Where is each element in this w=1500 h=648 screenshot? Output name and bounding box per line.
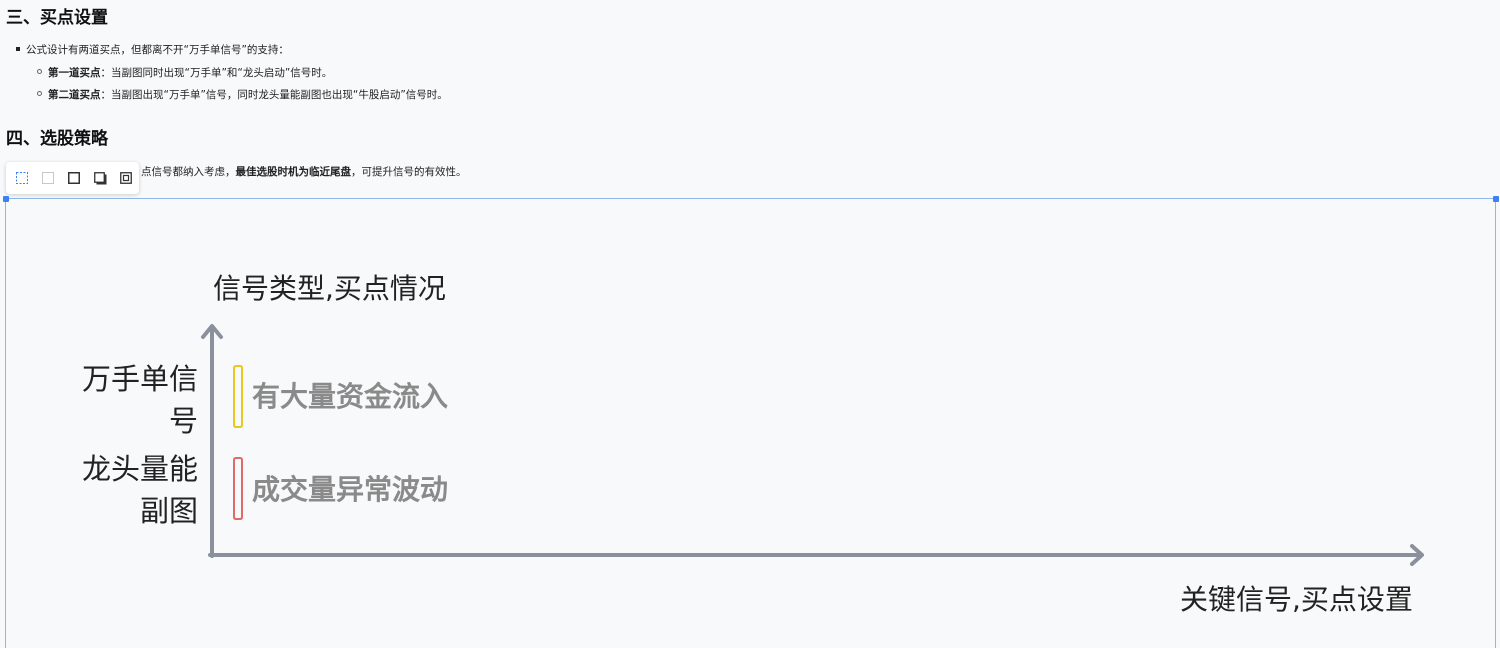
strategy-text: 点信号都纳入考虑，最佳选股时机为临近尾盘，可提升信号的有效性。 — [141, 166, 467, 178]
box-inset-icon[interactable] — [119, 171, 133, 185]
row-label-leader-volume: 龙头量能 副图 — [81, 452, 198, 529]
x-axis-title: 关键信号,买点设置 — [1180, 583, 1413, 616]
bracket-yellow — [233, 365, 243, 428]
bullet-icon — [16, 47, 20, 51]
sub-bullet-icon — [37, 91, 42, 96]
y-axis-title: 信号类型,买点情况 — [213, 272, 446, 305]
resize-handle-top-right[interactable] — [1493, 196, 1499, 202]
section-heading-stock-strategy: 四、选股策略 — [6, 129, 108, 149]
resize-handle-top-left[interactable] — [3, 196, 9, 202]
select-dashed-icon[interactable] — [15, 171, 29, 185]
sub-bullet-icon — [37, 69, 42, 74]
row-label-wanshou-signal: 万手单信 号 — [81, 362, 198, 439]
box-light-icon[interactable] — [41, 171, 55, 185]
block-style-toolbar — [6, 162, 139, 194]
section-heading-buy-points: 三、买点设置 — [6, 8, 108, 28]
bracket-red — [233, 457, 243, 520]
box-shadow-icon[interactable] — [93, 171, 107, 185]
box-solid-icon[interactable] — [67, 171, 81, 185]
row-text-volume-fluctuation: 成交量异常波动 — [252, 473, 449, 506]
y-axis — [201, 324, 223, 558]
list-item-intro: 公式设计有两道买点，但都离不开“万手单信号”的支持： — [16, 45, 289, 56]
row-text-capital-inflow: 有大量资金流入 — [252, 380, 449, 413]
list-item-second-buy-point: 第二道买点：当副图出现“万手单”信号，同时龙头量能副图也出现“牛股启动”信号时。 — [37, 90, 448, 101]
diagram-selection-frame[interactable] — [5, 198, 1496, 648]
x-axis — [208, 544, 1424, 566]
list-item-first-buy-point: 第一道买点：当副图同时出现“万手单”和“龙头启动”信号时。 — [37, 68, 332, 79]
